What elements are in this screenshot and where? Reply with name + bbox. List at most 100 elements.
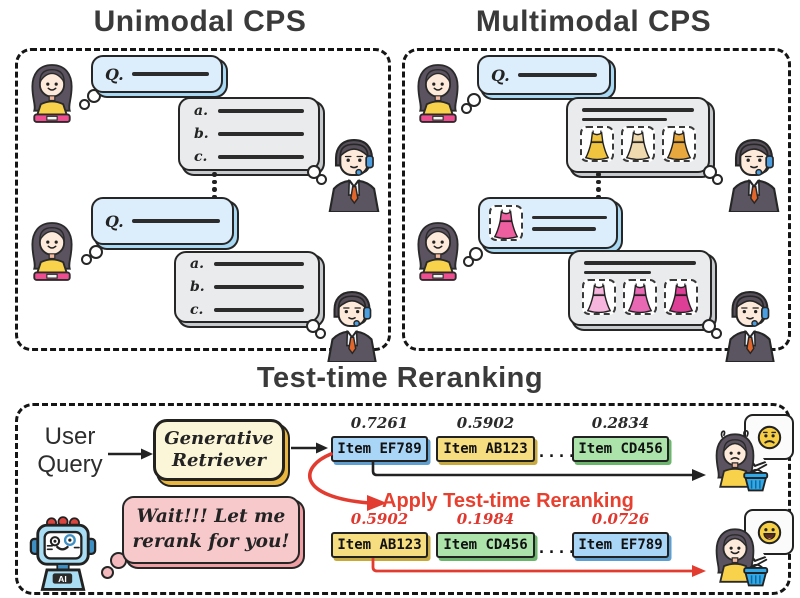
happy-shopper-icon [700, 521, 770, 591]
answer-label: c. [190, 302, 204, 318]
rerank-curve-arrow-icon [308, 452, 387, 511]
user-avatar-icon [410, 218, 466, 284]
magenta-dress-icon [667, 282, 695, 313]
thought-dot [315, 328, 326, 339]
query-bubble: Q. [91, 55, 223, 93]
user-query-line1: User [44, 423, 96, 450]
robot-bubble-line1: Wait!!! Let me [136, 506, 286, 528]
text-line [218, 132, 304, 136]
thought-dot [469, 247, 483, 261]
thought-dot [467, 93, 481, 107]
agent-avatar-icon [318, 290, 386, 362]
agent-avatar-icon [720, 138, 788, 212]
thought-dot [81, 254, 92, 265]
item-image [662, 126, 696, 162]
item-image [621, 126, 655, 162]
vertical-ellipsis [212, 172, 217, 199]
item-image [580, 126, 614, 162]
text-line [532, 215, 607, 219]
query-label: Q. [491, 65, 510, 85]
score-value: 0.0726 [591, 510, 650, 528]
item-chip: Item EF789 [331, 436, 428, 462]
thought-dot [461, 103, 472, 114]
score-value: 0.7261 [350, 414, 409, 432]
user-avatar-icon [24, 60, 80, 126]
score-value: 0.1984 [456, 510, 515, 528]
text-line [532, 227, 596, 231]
score-value: 0.2834 [591, 414, 650, 432]
user-avatar-icon [24, 218, 80, 284]
initial-ranking-arrow-icon [371, 462, 706, 481]
robot-speech-bubble: Wait!!! Let me rerank for you! [122, 496, 300, 564]
reranked-arrow-icon [371, 558, 706, 577]
item-chip: Item CD456 [436, 532, 535, 558]
item-chip: Item CD456 [572, 436, 669, 462]
thought-dot [712, 174, 723, 185]
text-line [218, 109, 304, 113]
item-chip: Item AB123 [436, 436, 535, 462]
query-image-bubble [478, 197, 618, 249]
recommendation-bubble [568, 250, 712, 326]
text-line [218, 155, 304, 159]
answer-bubble: a. b. c. [178, 97, 320, 171]
text-line [214, 308, 304, 312]
query-bubble: Q. [477, 55, 611, 95]
agent-avatar-icon [320, 138, 388, 212]
item-chip: Item AB123 [331, 532, 428, 558]
thought-dot [101, 566, 114, 579]
answer-label: c. [194, 149, 208, 165]
thought-dot [87, 89, 101, 103]
robot-bubble-line2: rerank for you! [132, 531, 290, 552]
text-line [517, 73, 597, 77]
answer-label: b. [194, 126, 209, 142]
multimodal-title: Multimodal CPS [475, 5, 712, 38]
text-line [583, 270, 651, 274]
pink-dress-icon [492, 208, 520, 239]
answer-bubble: a. b. c. [174, 251, 320, 323]
answer-label: a. [194, 103, 208, 119]
text-line [581, 117, 668, 121]
text-line [214, 262, 304, 266]
sad-shopper-icon [700, 430, 770, 496]
item-chip: Item EF789 [572, 532, 669, 558]
answer-label: a. [190, 256, 204, 272]
query-arrow-icon [108, 448, 153, 460]
rerank-title: Test-time Reranking [256, 362, 544, 394]
agent-avatar-icon [716, 290, 784, 362]
yellow-dress-icon [583, 129, 611, 160]
query-item-image [489, 205, 523, 241]
cream-dress-icon [624, 129, 652, 160]
text-line [214, 285, 304, 289]
thought-dot [316, 174, 327, 185]
query-label: Q. [105, 64, 124, 84]
vertical-ellipsis [596, 172, 601, 199]
text-line [131, 219, 220, 223]
recommendation-bubble [566, 97, 710, 173]
user-query-line2: Query [37, 450, 103, 478]
generative-retriever-box: Generative Retriever [153, 419, 285, 481]
item-image [664, 279, 698, 315]
retriever-line1: Generative [164, 427, 274, 449]
thought-dot [89, 245, 103, 259]
orange-dress-icon [665, 129, 693, 160]
text-line [583, 261, 697, 265]
text-line [131, 72, 209, 76]
item-image [623, 279, 657, 315]
thought-dot [79, 99, 90, 110]
pink-dress-icon [626, 282, 654, 313]
robot-ai-label: AI [58, 574, 67, 584]
apply-rerank-label: Apply Test-time Reranking [382, 490, 634, 512]
query-label: Q. [105, 211, 124, 231]
score-value: 0.5902 [350, 510, 409, 528]
user-query-label: User Query [22, 423, 118, 478]
retriever-arrow-icon [291, 442, 328, 454]
answer-label: b. [190, 279, 205, 295]
light-pink-dress-icon [585, 282, 613, 313]
ai-robot-icon: AI [29, 516, 97, 591]
score-value: 0.5902 [456, 414, 515, 432]
unimodal-title: Unimodal CPS [93, 5, 307, 38]
item-image [582, 279, 616, 315]
thought-dot [711, 328, 722, 339]
user-avatar-icon [410, 60, 466, 126]
text-line [581, 108, 695, 112]
